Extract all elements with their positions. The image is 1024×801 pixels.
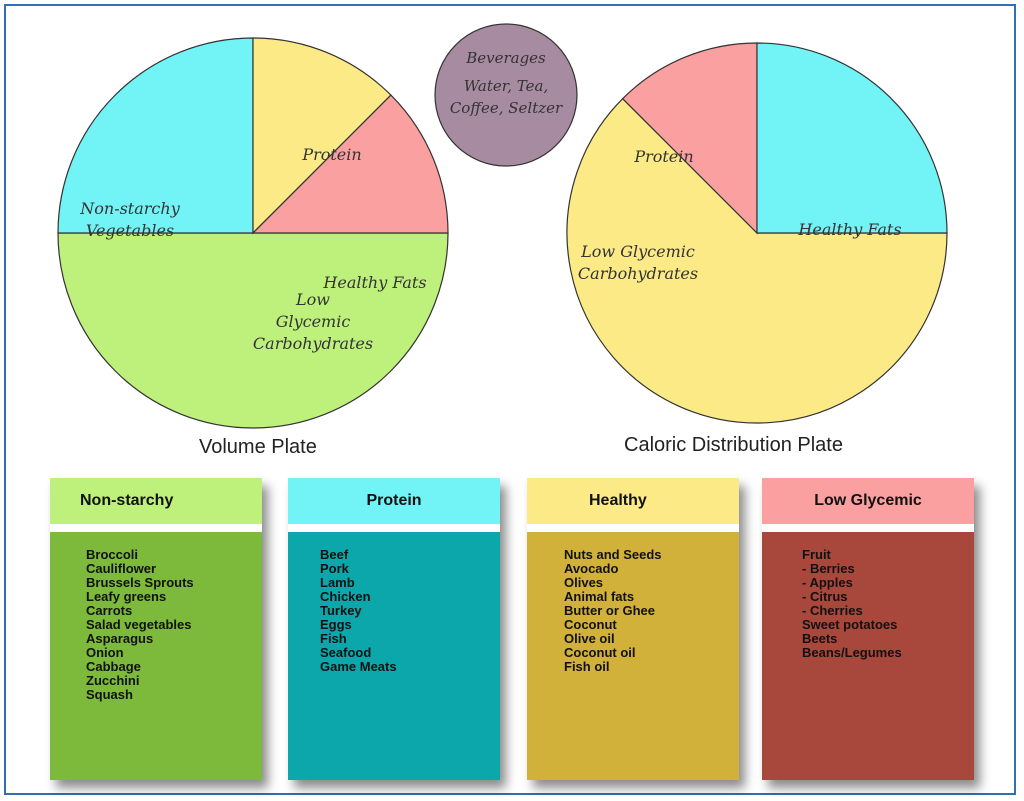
card-title: Protein (288, 478, 500, 524)
beverages-line-1: Water, Tea, (464, 77, 548, 95)
list-item: Cauliflower (86, 561, 157, 576)
list-item: Zucchini (86, 673, 140, 688)
list-item: Cabbage (86, 659, 141, 674)
list-item: Fish (320, 631, 347, 646)
list-item: Game Meats (320, 659, 397, 674)
slice-label-low-glycemic-carbohydrates: Carbohydrates (578, 264, 698, 283)
card-divider (50, 524, 262, 532)
card-divider (527, 524, 739, 532)
pie-slice-protein (57, 37, 254, 234)
list-item: Olives (564, 575, 604, 590)
slice-label-low-glycemic-carbohydrates: Carbohydrates (253, 334, 373, 353)
list-item: Avocado (564, 561, 619, 576)
list-item: Chicken (320, 589, 371, 604)
list-item: Beans/Legumes (802, 645, 902, 660)
pie-slice-healthy-fats (566, 97, 948, 424)
slice-label-low-glycemic-carbohydrates: Low Glycemic (580, 242, 695, 261)
list-item: - Apples (802, 575, 853, 590)
card-divider (762, 524, 974, 532)
volume-plate-caption: Volume Plate (199, 436, 317, 458)
list-item: Leafy greens (86, 589, 167, 604)
card-item-list: Fruit- Berries- Apples- Citrus- Cherries… (762, 532, 974, 660)
list-item: Brussels Sprouts (86, 575, 194, 590)
pie-slice-low-glycemic-carbohydrates (621, 42, 758, 235)
list-item: Lamb (320, 575, 355, 590)
beverages-title: Beverages (465, 49, 546, 67)
list-item: Animal fats (564, 589, 635, 604)
list-item: Fish oil (564, 659, 610, 674)
list-item: Salad vegetables (86, 617, 192, 632)
list-item: Beef (320, 547, 349, 562)
list-item: Seafood (320, 645, 372, 660)
list-item: Sweet potatoes (802, 617, 898, 632)
list-item: Coconut (564, 617, 617, 632)
list-item: Turkey (320, 603, 362, 618)
card-divider (288, 524, 500, 532)
slice-label-low-glycemic-carbohydrates: Glycemic (276, 312, 351, 331)
slice-label-non-starchy-vegetables: Non-starchy (79, 199, 180, 218)
list-item: Asparagus (86, 631, 154, 646)
list-item: Beets (802, 631, 838, 646)
slice-label-healthy-fats: Healthy Fats (322, 273, 426, 292)
card-title: Non-starchy (50, 478, 262, 524)
list-item: Nuts and Seeds (564, 547, 662, 562)
card-title: Low Glycemic (762, 478, 974, 524)
beverages-circle: Beverages Water, Tea, Coffee, Seltzer (434, 23, 578, 167)
list-item: Squash (86, 687, 133, 702)
list-item: - Citrus (802, 589, 848, 604)
list-item: Eggs (320, 617, 352, 632)
pie-slice-healthy-fats (252, 37, 392, 235)
pie-slice-non-starchy-vegetables (57, 232, 449, 429)
slice-label-protein: Protein (633, 147, 693, 166)
card-title: Healthy (527, 478, 739, 524)
list-item: Coconut oil (564, 645, 636, 660)
pie-slice-protein (756, 42, 948, 234)
beverages-line-2: Coffee, Seltzer (450, 99, 563, 117)
slice-label-healthy-fats: Healthy Fats (797, 220, 901, 239)
list-item: Fruit (802, 547, 831, 562)
caloric-plate-caption: Caloric Distribution Plate (624, 434, 843, 456)
list-item: Butter or Ghee (564, 603, 656, 618)
list-item: Olive oil (564, 631, 615, 646)
list-item: Pork (320, 561, 349, 576)
list-item: - Berries (802, 561, 855, 576)
slice-label-non-starchy-vegetables: Vegetables (86, 221, 174, 240)
slice-label-protein: Protein (301, 145, 361, 164)
list-item: Carrots (86, 603, 133, 618)
list-item: - Cherries (802, 603, 863, 618)
list-item: Broccoli (86, 547, 139, 562)
slice-label-low-glycemic-carbohydrates: Low (295, 290, 330, 309)
pie-slice-low-glycemic-carbohydrates (251, 94, 449, 234)
list-item: Onion (86, 645, 124, 660)
